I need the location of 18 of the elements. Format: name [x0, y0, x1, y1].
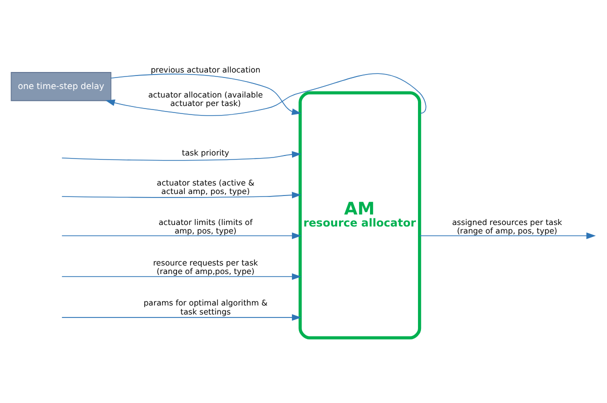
arrow	[62, 232, 302, 239]
node-box: AM resource allocator	[298, 90, 422, 339]
edge-label: resource requests per task (range of amp,pos, type)	[153, 258, 258, 276]
arrow	[105, 72, 426, 116]
arrow	[62, 314, 302, 320]
edge-label: assigned resources per task (range of amp, pos, type)	[452, 217, 562, 235]
edge-label: actuator states (active & actual amp, pos, type)	[156, 178, 254, 196]
arrow	[62, 272, 302, 280]
arrow	[110, 73, 302, 114]
arrow	[62, 150, 302, 160]
arrow	[62, 191, 302, 198]
edge-label: previous actuator allocation	[150, 64, 260, 74]
edge-label: actuator limits (limits of amp, pos, type)	[158, 217, 252, 235]
edge-label: params for optimal algorithm & task settings	[144, 298, 268, 316]
node-box: one time-step delay	[10, 72, 112, 101]
edge-label: actuator allocation (available actuator per task)	[148, 90, 263, 108]
edge-label: task priority	[182, 148, 230, 158]
arrow	[419, 232, 596, 239]
